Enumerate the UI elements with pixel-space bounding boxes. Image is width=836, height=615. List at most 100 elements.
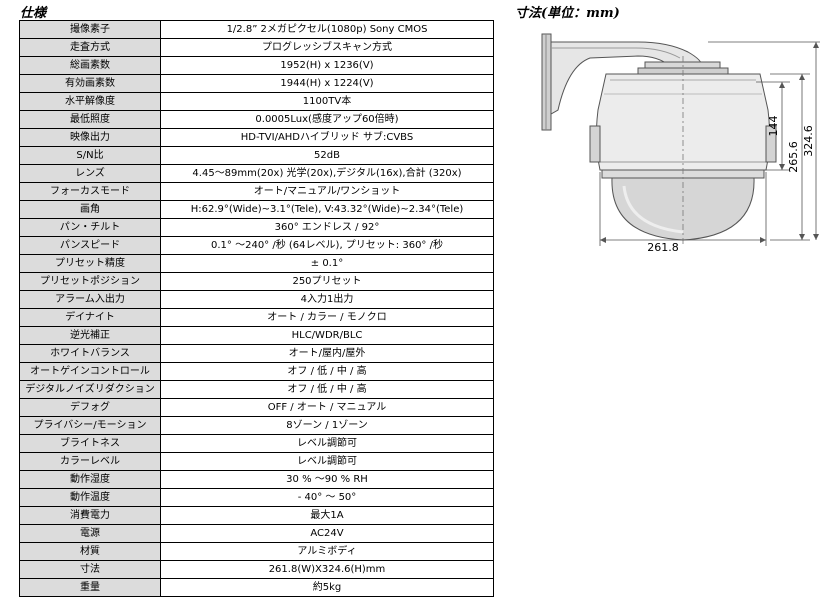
spec-label: 動作温度 [19, 488, 161, 507]
spec-label: 撮像素子 [19, 20, 161, 39]
spec-row: フォーカスモードオート/マニュアル/ワンショット [19, 182, 494, 201]
dim-label-dome-height: 144 [767, 116, 780, 137]
spec-value: レベル調節可 [160, 452, 494, 471]
spec-value: - 40° ～ 50° [160, 488, 494, 507]
spec-value: 250プリセット [160, 272, 494, 291]
spec-label: S/N比 [19, 146, 161, 165]
spec-value: 0.0005Lux(感度アップ60倍時) [160, 110, 494, 129]
spec-row: 消費電力最大1A [19, 506, 494, 525]
spec-label: 動作湿度 [19, 470, 161, 489]
spec-value: オート/マニュアル/ワンショット [160, 182, 494, 201]
spec-label: デイナイト [19, 308, 161, 327]
spec-label: アラーム入出力 [19, 290, 161, 309]
spec-label: ホワイトバランス [19, 344, 161, 363]
mount-collar [644, 61, 721, 69]
spec-row: デイナイトオート / カラー / モノクロ [19, 308, 494, 327]
spec-label: プリセット精度 [19, 254, 161, 273]
camera-dimension-drawing: 144 265.6 324.6 261.8 [541, 33, 820, 252]
spec-label: レンズ [19, 164, 161, 183]
spec-label: 有効画素数 [19, 74, 161, 93]
spec-value: AC24V [160, 524, 494, 543]
dim-label-total-height: 324.6 [802, 125, 815, 157]
spec-label: パンスピード [19, 236, 161, 255]
spec-value: 最大1A [160, 506, 494, 525]
spec-label: 重量 [19, 578, 161, 597]
spec-label: 寸法 [19, 560, 161, 579]
spec-value: 261.8(W)X324.6(H)mm [160, 560, 494, 579]
spec-label: オートゲインコントロール [19, 362, 161, 381]
dimension-lines [599, 41, 820, 246]
spec-value: 4.45～89mm(20x) 光学(20x),デジタル(16x),合計 (320… [160, 164, 494, 183]
dimension-arrows [600, 42, 819, 243]
spec-label: 走査方式 [19, 38, 161, 57]
spec-value: アルミボディ [160, 542, 494, 561]
spec-label: 最低照度 [19, 110, 161, 129]
spec-value: OFF / オート / マニュアル [160, 398, 494, 417]
spec-value: 1100TV本 [160, 92, 494, 111]
spec-label: 映像出力 [19, 128, 161, 147]
spec-label: 画角 [19, 200, 161, 219]
dimension-heading: 寸法(単位：mm) [515, 6, 620, 21]
spec-row: オートゲインコントロールオフ / 低 / 中 / 高 [19, 362, 494, 381]
spec-label: フォーカスモード [19, 182, 161, 201]
spec-value: 30 % ～90 % RH [160, 470, 494, 489]
spec-row: プリセット精度± 0.1° [19, 254, 494, 273]
spec-value: 8ゾーン / 1ゾーン [160, 416, 494, 435]
spec-label: 逆光補正 [19, 326, 161, 345]
spec-value: H:62.9°(Wide)~3.1°(Tele), V:43.32°(Wide)… [160, 200, 494, 219]
spec-value: ± 0.1° [160, 254, 494, 273]
spec-label: ブライトネス [19, 434, 161, 453]
spec-value: 0.1° ～240° /秒 (64レベル), プリセット: 360° /秒 [160, 236, 494, 255]
spec-row: 材質アルミボディ [19, 542, 494, 561]
spec-value: オフ / 低 / 中 / 高 [160, 362, 494, 381]
spec-value: プログレッシブスキャン方式 [160, 38, 494, 57]
spec-label: デジタルノイズリダクション [19, 380, 161, 399]
spec-value: 1952(H) x 1236(V) [160, 56, 494, 75]
spec-label: カラーレベル [19, 452, 161, 471]
spec-label: プライバシー/モーション [19, 416, 161, 435]
spec-value: 4入力1出力 [160, 290, 494, 309]
spec-value: オート / カラー / モノクロ [160, 308, 494, 327]
spec-label: パン・チルト [19, 218, 161, 237]
spec-value: レベル調節可 [160, 434, 494, 453]
spec-row: ホワイトバランスオート/屋内/屋外 [19, 344, 494, 363]
spec-value: HLC/WDR/BLC [160, 326, 494, 345]
spec-row: ブライトネスレベル調節可 [19, 434, 494, 453]
dim-label-housing-height: 265.6 [787, 141, 800, 173]
spec-row: カラーレベルレベル調節可 [19, 452, 494, 471]
spec-value: 360° エンドレス / 92° [160, 218, 494, 237]
spec-label: 水平解像度 [19, 92, 161, 111]
spec-value: HD-TVI/AHDハイブリッド サブ:CVBS [160, 128, 494, 147]
spec-label: 消費電力 [19, 506, 161, 525]
spec-value: 1944(H) x 1224(V) [160, 74, 494, 93]
spec-row: 動作温度- 40° ～ 50° [19, 488, 494, 507]
spec-value: 52dB [160, 146, 494, 165]
spec-heading: 仕様 [20, 6, 47, 21]
camera-outline [541, 33, 777, 241]
spec-value: オート/屋内/屋外 [160, 344, 494, 363]
spec-label: 電源 [19, 524, 161, 543]
dim-label-width: 261.8 [647, 241, 679, 252]
spec-value: 約5kg [160, 578, 494, 597]
